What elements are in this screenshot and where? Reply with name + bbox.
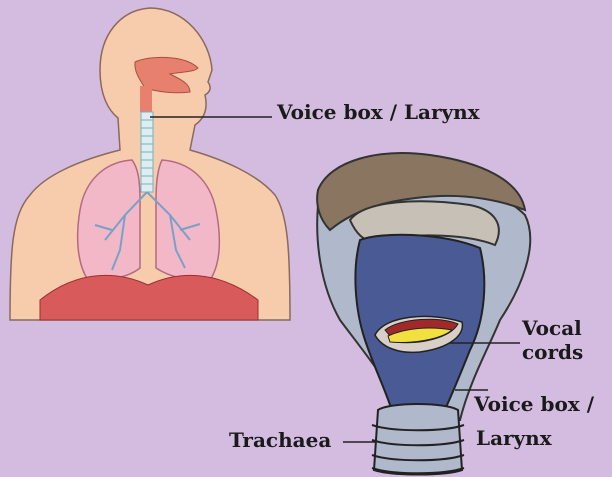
label-cords: cords [522,342,583,362]
label-voice-box-top: Voice box / Larynx [277,102,480,122]
trachea-lower [372,404,464,475]
label-voice-box-line1: Voice box / [474,394,594,414]
label-trachaea: Trachaea [229,430,331,450]
label-vocal: Vocal [522,318,582,338]
label-voice-box-line2: Larynx [476,428,552,448]
